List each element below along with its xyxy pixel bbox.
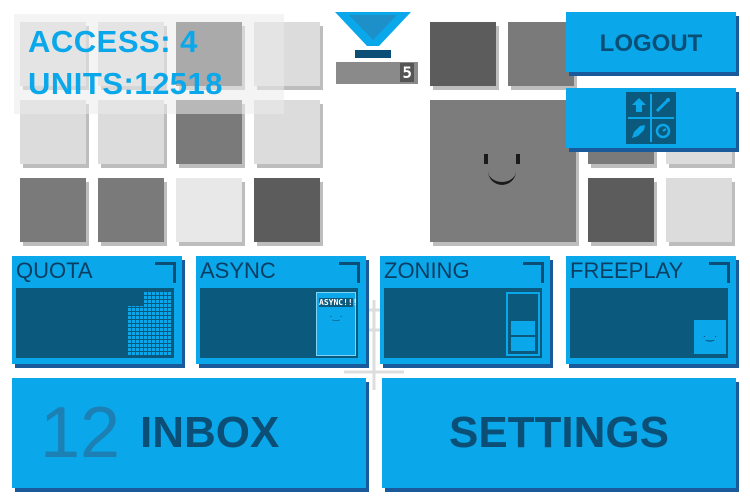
tile xyxy=(588,178,654,242)
async-badge: ASYNC!!! xyxy=(319,298,358,307)
counter-value: 5 xyxy=(400,63,414,82)
counter-box: 5 xyxy=(336,62,418,84)
character-eye-right xyxy=(516,154,520,164)
crosshair-icon xyxy=(344,300,404,390)
mode-async-button[interactable]: ASYNC ASYNC!!! ·‿· xyxy=(196,256,366,364)
smiley-icon: ·‿· xyxy=(694,320,726,354)
mode-preview xyxy=(16,288,174,358)
corner-icon xyxy=(523,262,544,283)
grid-icon xyxy=(128,292,172,356)
tile xyxy=(176,178,242,242)
corner-icon xyxy=(339,262,360,283)
mode-zoning-button[interactable]: ZONING xyxy=(380,256,550,364)
logout-button[interactable]: LOGOUT xyxy=(566,12,736,72)
inbox-button[interactable]: 12 INBOX xyxy=(12,378,366,488)
zone-bar-icon xyxy=(506,292,540,356)
mode-preview xyxy=(384,288,542,358)
tile xyxy=(508,22,574,86)
corner-icon xyxy=(709,262,730,283)
hud-panel: ACCESS: 4 UNITS:12518 xyxy=(14,14,284,114)
funnel-icon xyxy=(335,12,411,58)
inbox-count: 12 xyxy=(40,393,121,473)
up-arrow-icon xyxy=(632,98,646,112)
rocket-icon xyxy=(632,125,645,138)
tools-icon-grid xyxy=(626,92,676,144)
mode-preview: ·‿· xyxy=(570,288,728,358)
character-tile[interactable] xyxy=(430,100,576,242)
dropper-icon xyxy=(335,12,411,62)
mode-title: QUOTA xyxy=(16,258,93,283)
tile xyxy=(98,178,164,242)
units-text: UNITS:12518 xyxy=(28,66,224,101)
settings-label: SETTINGS xyxy=(448,408,670,457)
mode-quota-button[interactable]: QUOTA xyxy=(12,256,182,364)
async-card-icon: ASYNC!!! ·‿· xyxy=(316,292,358,356)
character-eye-left xyxy=(484,154,488,164)
character-mouth xyxy=(488,170,516,185)
tile xyxy=(254,178,320,242)
logout-label: LOGOUT xyxy=(599,30,703,57)
settings-button[interactable]: SETTINGS xyxy=(382,378,736,488)
access-level-text: ACCESS: 4 xyxy=(28,24,198,59)
mode-freeplay-button[interactable]: FREEPLAY ·‿· xyxy=(566,256,736,364)
tile xyxy=(20,178,86,242)
smiley-icon: ·‿· xyxy=(329,311,343,321)
mode-title: ZONING xyxy=(384,258,470,283)
pencil-icon xyxy=(655,98,670,113)
mode-preview: ASYNC!!! ·‿· xyxy=(200,288,358,358)
corner-icon xyxy=(155,262,176,283)
tile xyxy=(666,178,732,242)
mode-title: ASYNC xyxy=(200,258,276,283)
mode-title: FREEPLAY xyxy=(570,258,684,283)
tile xyxy=(430,22,496,86)
tools-button[interactable] xyxy=(566,88,736,148)
inbox-label: INBOX xyxy=(140,408,280,457)
clock-icon xyxy=(655,123,671,139)
